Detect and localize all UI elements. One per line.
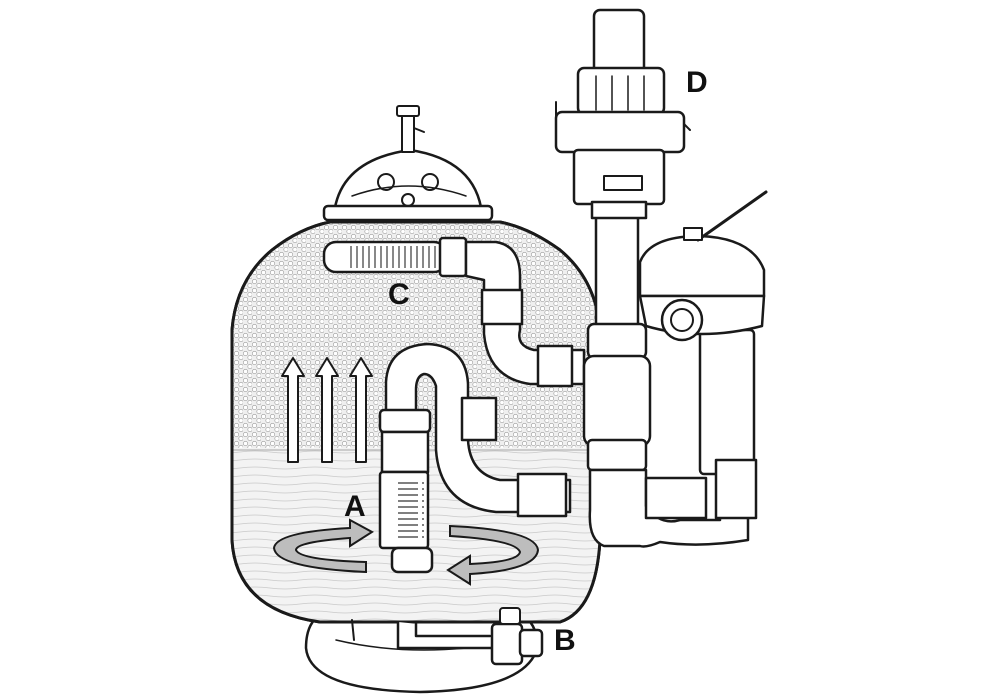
top-valve xyxy=(554,8,691,220)
air-relief-valve xyxy=(396,105,425,153)
top-diffuser xyxy=(322,236,586,388)
label-d: D xyxy=(686,66,708,99)
upflow-arrows xyxy=(281,357,373,463)
bottom-distributor xyxy=(378,408,434,574)
external-pipework xyxy=(582,212,758,548)
internal-pipework xyxy=(384,342,572,518)
tank-lid xyxy=(322,148,494,222)
label-b: B xyxy=(554,624,576,657)
label-a: A xyxy=(344,490,366,523)
drain-valve xyxy=(351,607,544,666)
swirl-arrows xyxy=(272,518,540,586)
label-c: C xyxy=(388,278,410,311)
pump-housing xyxy=(638,190,768,342)
